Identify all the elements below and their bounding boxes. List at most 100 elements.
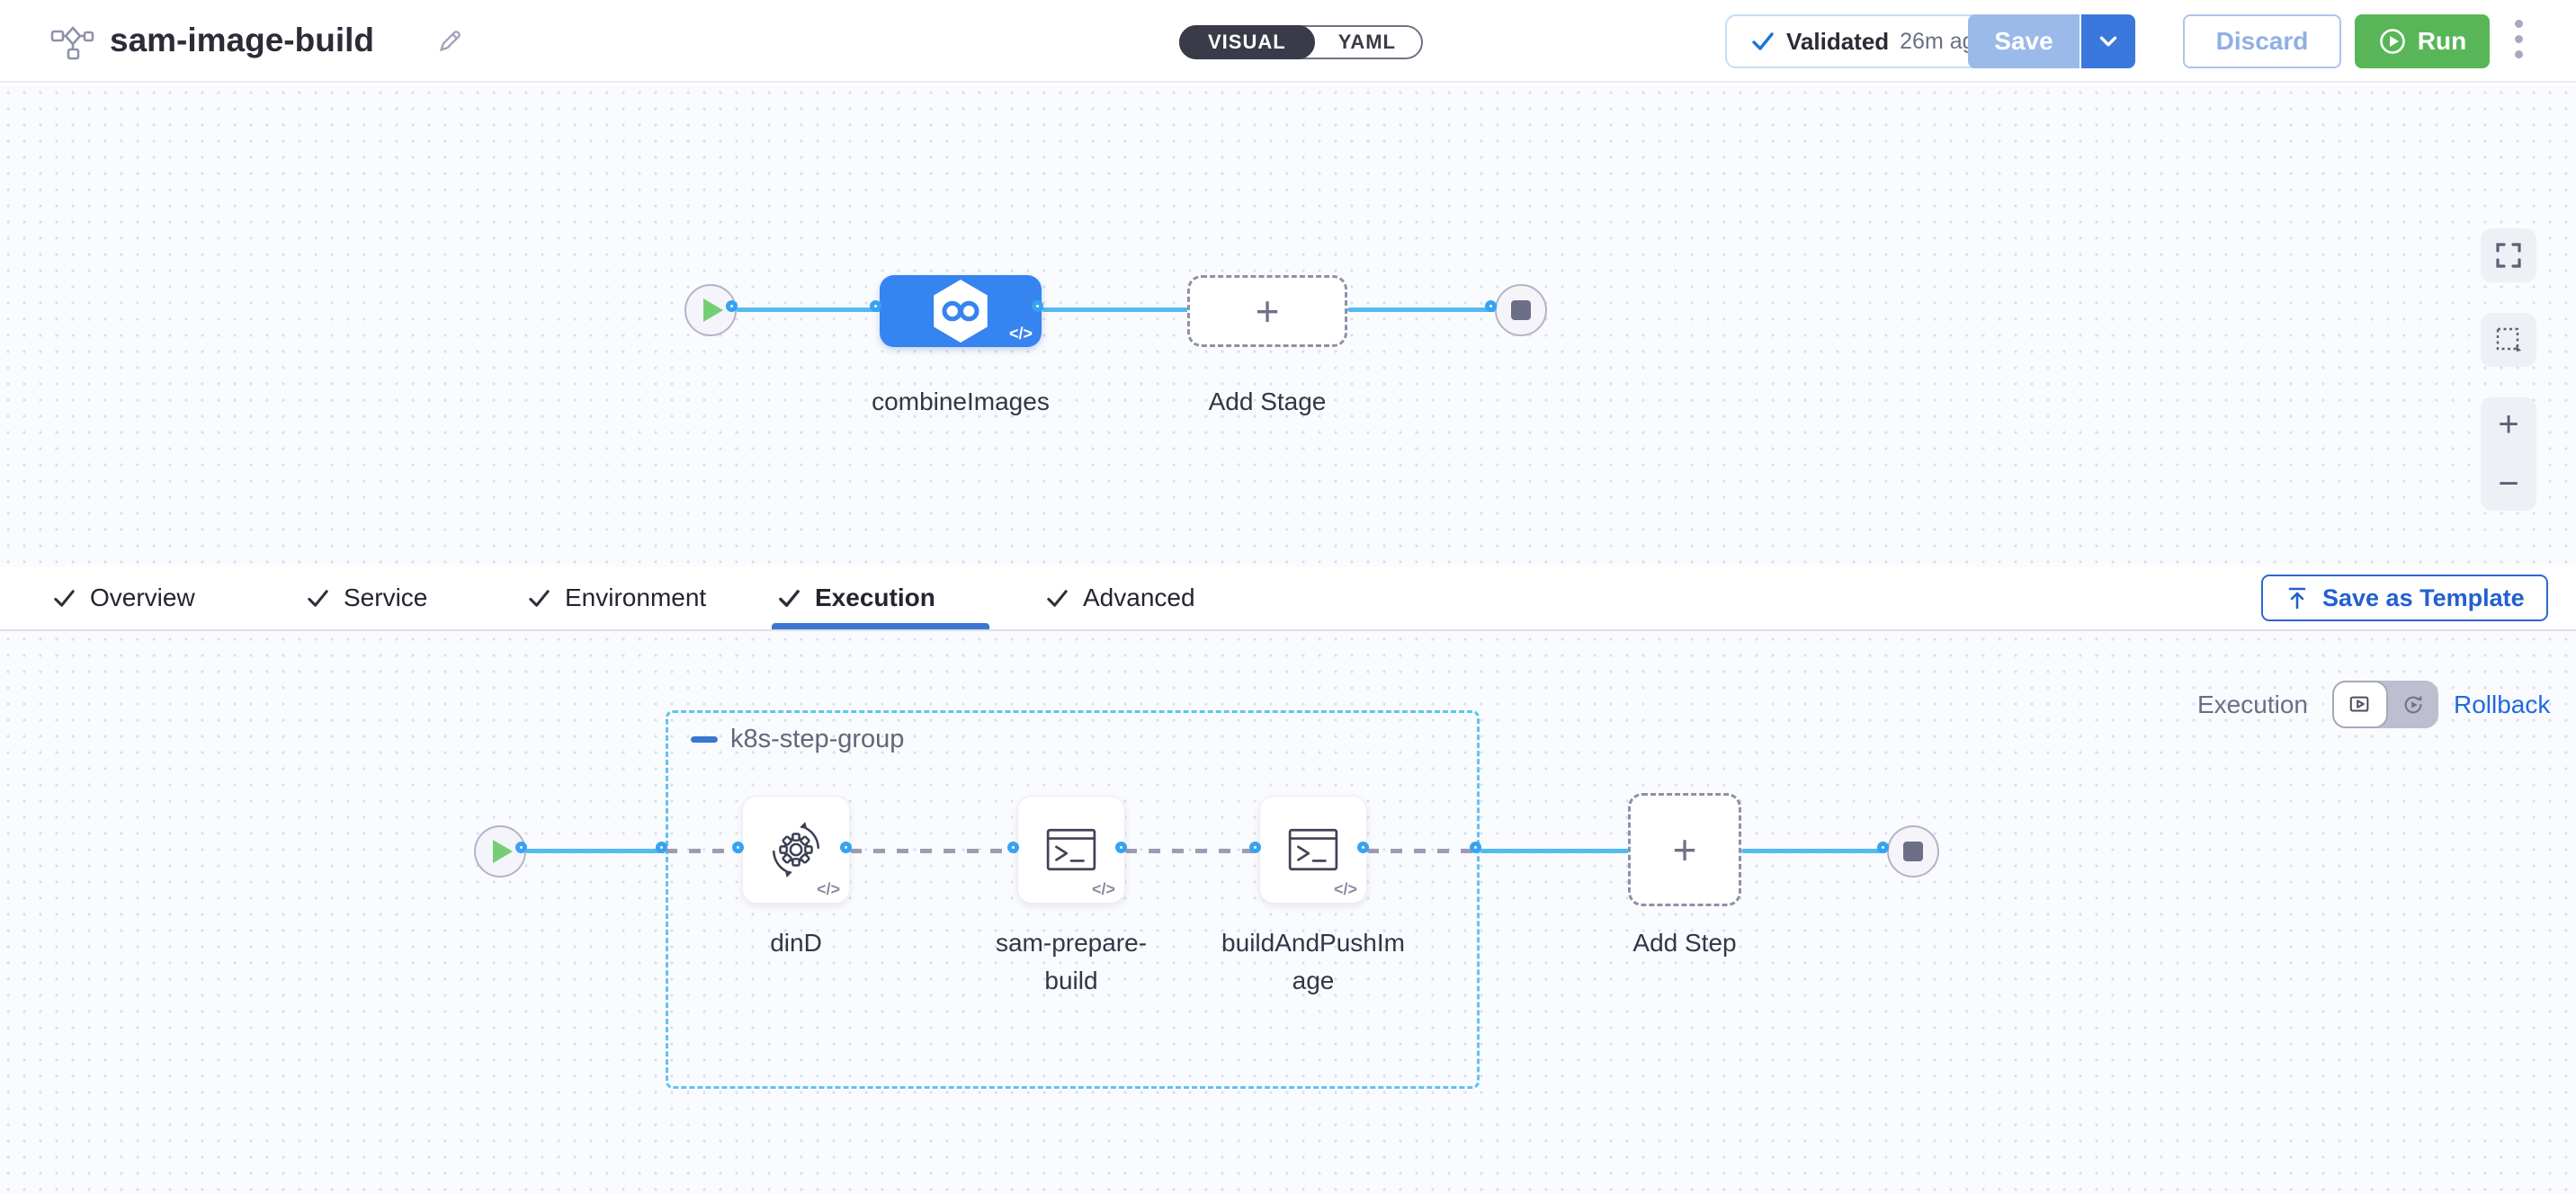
tab-execution[interactable]: Execution [777,566,935,629]
stop-icon [1903,842,1923,861]
toggle-yaml[interactable]: YAML [1337,31,1396,53]
pipeline-studio-header: sam-image-build VISUAL YAML Validated 26… [0,0,2576,83]
edge [1480,849,1630,853]
active-tab-underline [772,623,989,629]
fullscreen-button[interactable] [2481,228,2536,282]
stage-label: combineImages [872,388,1050,415]
edge [666,849,742,853]
zoom-in-button[interactable]: + [2498,405,2519,444]
stage-config-tabbar: Overview Service Environment Execution A… [0,566,2576,631]
execution-end-node[interactable] [1887,825,1939,878]
start-play-icon [493,840,513,863]
add-step-label: Add Step [1632,929,1737,957]
step-code-badge-icon[interactable]: </> [1091,880,1115,898]
step-label: buildAndPushImage [1221,929,1405,994]
stop-icon [1511,300,1531,320]
pipeline-icon [50,26,94,60]
zoom-out-button[interactable]: − [2498,464,2519,503]
port[interactable] [656,842,667,853]
check-icon [308,589,328,607]
validated-check-icon [1752,32,1774,50]
check-icon [779,589,800,607]
plus-icon: + [1672,826,1697,873]
more-options-menu[interactable] [2514,20,2523,58]
fullscreen-icon [2496,243,2521,268]
step-label: dinD [770,929,822,957]
port[interactable] [1249,842,1261,853]
step-node-sam-prepare-build[interactable]: </> [1017,796,1125,904]
execution-rollback-toggle[interactable] [2332,681,2438,728]
stage-node-combineimages[interactable]: </> [880,275,1042,347]
step-group-k8s[interactable] [666,710,1480,1089]
edit-pencil-icon[interactable] [437,27,464,54]
port[interactable] [1032,300,1043,312]
stage-code-badge-icon[interactable]: </> [1008,325,1033,343]
port[interactable] [870,300,881,312]
save-split-button: Save [1968,14,2135,68]
rollback-view-segment[interactable] [2388,681,2438,728]
execution-view-icon [2349,696,2369,712]
add-stage-label: Add Stage [1208,388,1327,415]
rollback-link[interactable]: Rollback [2454,691,2551,718]
edge [1741,849,1887,853]
add-stage-button[interactable]: + [1187,275,1347,347]
add-step-button[interactable]: + [1628,793,1741,906]
tab-environment[interactable]: Environment [527,566,706,629]
stage-canvas[interactable]: </> + combineImages Add Stage + − [0,85,2576,566]
save-dropdown-button[interactable] [2080,14,2135,68]
pipeline-title: sam-image-build [110,22,374,58]
edge-stage-to-addstage [1042,307,1190,312]
check-icon [529,589,550,607]
toggle-visual[interactable]: VISUAL [1179,25,1315,59]
service-gear-icon [773,822,819,878]
step-node-buildandpushimage[interactable]: </> [1259,796,1367,904]
terminal-icon [1046,828,1096,871]
save-button[interactable]: Save [1968,14,2080,68]
port[interactable] [515,842,527,853]
custom-stage-hexagon-icon [934,280,988,343]
save-as-template-button[interactable]: Save as Template [2261,575,2548,621]
port[interactable] [1485,300,1497,312]
plus-icon: + [1255,288,1280,334]
execution-canvas[interactable]: Execution Rollback k8s-step-group [0,631,2576,1194]
port[interactable] [1470,842,1481,853]
edge [1125,849,1259,853]
start-play-icon [703,298,723,322]
run-button[interactable]: Run [2355,14,2490,68]
port[interactable] [1357,842,1369,853]
port[interactable] [732,842,744,853]
edge [525,849,666,853]
step-group-name: k8s-step-group [730,725,905,753]
tab-advanced[interactable]: Advanced [1045,566,1195,629]
edge-start-to-stage [736,307,883,312]
run-label: Run [2417,27,2467,55]
step-code-badge-icon[interactable]: </> [816,880,840,898]
edge [1367,849,1480,853]
discard-button[interactable]: Discard [2183,14,2341,68]
edge [850,849,1017,853]
port[interactable] [840,842,852,853]
port[interactable] [726,300,738,312]
zoom-panel: + − [2481,397,2536,511]
check-icon [54,589,75,607]
port[interactable] [1007,842,1019,853]
port[interactable] [1115,842,1127,853]
pipeline-end-node[interactable] [1495,284,1547,336]
rollback-icon [2404,695,2422,713]
validated-label: Validated [1786,27,1890,55]
port[interactable] [1877,842,1889,853]
select-region-button[interactable] [2481,313,2536,367]
execution-view-segment[interactable] [2332,681,2388,728]
marquee-select-icon [2496,327,2521,352]
step-node-dind[interactable]: </> [742,796,850,904]
run-play-icon [2379,29,2405,54]
tab-overview[interactable]: Overview [52,566,195,629]
kebab-dot [2514,20,2523,28]
execution-mode-label: Execution [2197,691,2308,718]
step-code-badge-icon[interactable]: </> [1333,880,1357,898]
tab-service[interactable]: Service [306,566,427,629]
pipeline-start-node[interactable] [684,284,737,336]
visual-yaml-toggle: VISUAL YAML [1179,25,1423,59]
collapse-group-button[interactable] [691,736,718,743]
check-icon [1047,589,1068,607]
